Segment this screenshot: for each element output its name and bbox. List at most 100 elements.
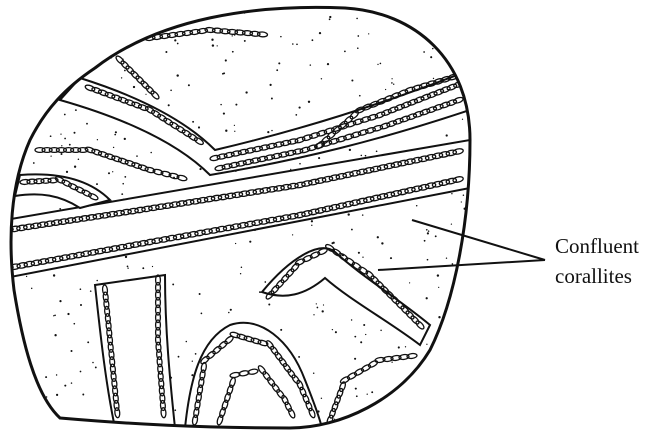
- stipple-dot: [228, 312, 230, 314]
- stipple-dot: [317, 307, 319, 309]
- stipple-dot: [240, 273, 241, 274]
- stipple-dot: [438, 21, 440, 23]
- stipple-dot: [125, 256, 127, 258]
- stipple-dot: [199, 293, 201, 295]
- stipple-dot: [351, 79, 353, 81]
- stipple-dot: [232, 51, 234, 53]
- stipple-dot: [97, 139, 98, 140]
- stipple-dot: [423, 51, 425, 53]
- stipple-dot: [280, 329, 282, 331]
- stipple-dot: [16, 341, 18, 343]
- corallite-oval: [125, 65, 135, 75]
- stipple-dot: [451, 223, 452, 224]
- stipple-dot: [174, 409, 176, 411]
- stipple-dot: [444, 344, 446, 346]
- stipple-dot: [381, 242, 383, 244]
- stipple-dot: [91, 37, 92, 38]
- stipple-dot: [334, 419, 335, 420]
- stipple-dot: [363, 324, 365, 326]
- stipple-dot: [43, 9, 45, 11]
- stipple-dot: [54, 334, 56, 336]
- stipple-dot: [313, 314, 314, 315]
- stipple-dot: [13, 325, 15, 327]
- stipple-dot: [115, 131, 117, 133]
- stipple-dot: [322, 310, 324, 312]
- stipple-dot: [53, 274, 55, 276]
- stipple-dot: [47, 16, 49, 18]
- stipple-dot: [371, 391, 373, 393]
- stipple-dot: [113, 147, 114, 148]
- stipple-dot: [96, 280, 98, 282]
- stipple-dot: [149, 19, 151, 21]
- stipple-dot: [358, 252, 360, 254]
- stipple-dot: [299, 107, 301, 109]
- stipple-dot: [124, 176, 126, 178]
- stipple-dot: [199, 168, 201, 170]
- stipple-dot: [58, 34, 60, 36]
- stipple-dot: [133, 86, 135, 88]
- stipple-dot: [82, 394, 84, 396]
- annotation-label-line2: corallites: [555, 264, 632, 288]
- stipple-dot: [321, 398, 322, 399]
- corallite-oval: [91, 148, 102, 156]
- stipple-dot: [223, 72, 225, 74]
- stipple-dot: [391, 82, 393, 84]
- stipple-dot: [50, 135, 52, 137]
- stipple-dot: [391, 414, 393, 416]
- stipple-dot: [161, 19, 162, 20]
- stipple-dot: [456, 42, 458, 44]
- stipple-dot: [127, 266, 129, 268]
- stipple-dot: [60, 133, 61, 134]
- stipple-dot: [64, 138, 66, 140]
- stipple-dot: [367, 394, 368, 395]
- stipple-dot: [298, 356, 300, 358]
- stipple-dot: [232, 35, 233, 36]
- stipple-dot: [234, 131, 235, 132]
- stipple-dot: [428, 230, 430, 232]
- stipple-dot: [391, 362, 392, 363]
- stipple-dot: [380, 330, 381, 331]
- stipple-dot: [16, 331, 18, 333]
- stipple-dot: [454, 396, 456, 398]
- stipple-dot: [455, 383, 456, 384]
- stipple-dot: [195, 353, 197, 355]
- lower-vertical-band: [95, 275, 175, 428]
- stipple-dot: [299, 163, 301, 165]
- stipple-dot: [424, 240, 426, 242]
- stipple-dot: [121, 77, 122, 78]
- stipple-dot: [78, 159, 80, 161]
- stipple-dot: [112, 171, 113, 172]
- stipple-dot: [54, 315, 56, 317]
- stipple-dot: [74, 132, 76, 134]
- stipple-dot: [271, 130, 272, 131]
- stipple-dot: [349, 149, 351, 151]
- stipple-dot: [10, 102, 12, 104]
- stipple-dot: [437, 274, 439, 276]
- stipple-dot: [331, 242, 333, 244]
- stipple-dot: [329, 18, 331, 20]
- stipple-dot: [129, 15, 131, 17]
- stipple-dot: [327, 63, 329, 65]
- stipple-dot: [10, 93, 12, 95]
- stipple-dot: [223, 113, 225, 115]
- stipple-dot: [59, 74, 60, 75]
- stipple-dot: [368, 33, 369, 34]
- stipple-dot: [280, 36, 282, 38]
- stipple-dot: [462, 281, 464, 283]
- stipple-dot: [435, 235, 437, 237]
- stipple-dot: [72, 77, 73, 78]
- stipple-dot: [354, 336, 356, 338]
- stipple-dot: [127, 268, 128, 269]
- leader-line-upper: [412, 220, 545, 260]
- stipple-dot: [426, 344, 427, 345]
- stipple-dot: [121, 29, 123, 31]
- stipple-dot: [359, 95, 361, 97]
- stipple-dot: [365, 155, 367, 157]
- stipple-dot: [270, 84, 272, 86]
- stipple-dot: [244, 40, 246, 42]
- stipple-dot: [21, 97, 23, 99]
- corallite-oval: [104, 153, 115, 161]
- lower-right-lobe-band: [262, 248, 430, 345]
- stipple-dot: [351, 229, 353, 231]
